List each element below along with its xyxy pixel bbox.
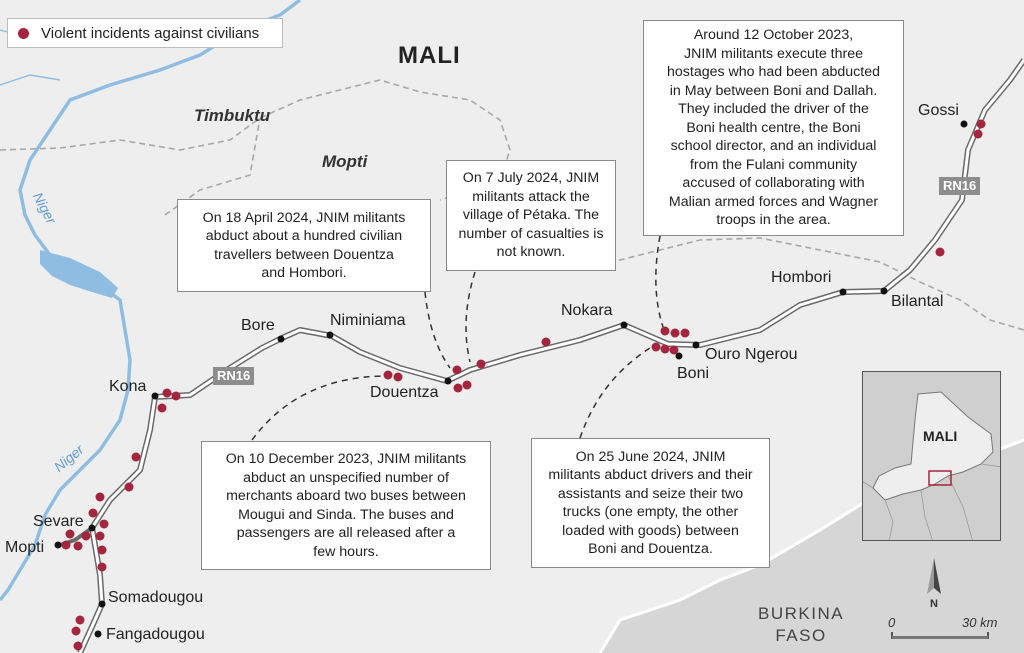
- incident-dot: [383, 370, 393, 380]
- incident-markers: [61, 119, 986, 651]
- place-label-gossi: Gossi: [918, 102, 959, 119]
- town-marker-fangadougou: [94, 630, 102, 638]
- town-marker-hombori: [839, 288, 847, 296]
- inset-map: MALI: [862, 371, 1001, 541]
- callout-july-2024: On 7 July 2024, JNIM militants attack th…: [446, 160, 616, 271]
- incident-dot: [131, 452, 141, 462]
- incident-dot: [660, 326, 670, 336]
- place-label-sevare: Sevare: [33, 513, 84, 530]
- callout-october-2023: Around 12 October 2023, JNIM militants e…: [643, 20, 904, 236]
- road-shield-rn16-east: RN16: [939, 177, 981, 195]
- town-marker-bilantal: [880, 287, 888, 295]
- leader-line-july: [465, 271, 476, 363]
- incident-dot: [73, 641, 83, 651]
- town-marker-bore: [277, 335, 285, 343]
- incident-dot: [65, 529, 75, 539]
- incident-dot: [393, 372, 403, 382]
- place-label-niminiama: Niminiama: [330, 312, 406, 329]
- rn16-road-inner: [78, 59, 1024, 653]
- incident-dot: [171, 391, 181, 401]
- inset-label-mali: MALI: [923, 428, 958, 444]
- incident-dot: [476, 359, 486, 369]
- incident-dot: [660, 344, 670, 354]
- place-label-fangadougou: Fangadougou: [106, 626, 205, 643]
- incident-dot: [453, 383, 463, 393]
- town-marker-sevare: [88, 524, 96, 532]
- place-label-hombori: Hombori: [771, 269, 832, 286]
- town-marker-gossi: [960, 120, 968, 128]
- legend: Violent incidents against civilians: [7, 18, 283, 48]
- scale-bar: [891, 632, 989, 639]
- incident-dot: [541, 337, 551, 347]
- incident-dot: [97, 562, 107, 572]
- town-marker-boni: [675, 352, 683, 360]
- north-label: N: [930, 598, 938, 610]
- place-label-boni: Boni: [677, 365, 710, 382]
- town-marker-niminiama: [326, 331, 334, 339]
- incident-dot: [95, 492, 105, 502]
- incident-dot: [97, 545, 107, 555]
- callout-april-2024: On 18 April 2024, JNIM militants abduct …: [177, 199, 431, 292]
- country-label-burkina-faso: BURKINA FASO: [758, 604, 845, 645]
- incident-dot: [75, 615, 85, 625]
- incident-dot: [680, 328, 690, 338]
- place-label-somadougou: Somadougou: [108, 589, 204, 606]
- incident-dot: [452, 365, 462, 375]
- town-marker-somadougou: [98, 600, 106, 608]
- place-label-kona: Kona: [109, 378, 147, 395]
- incident-dot: [462, 380, 472, 390]
- incident-dot: [95, 531, 105, 541]
- callout-december-2023: On 10 December 2023, JNIM militants abdu…: [201, 441, 491, 570]
- north-arrow-icon: [927, 558, 941, 594]
- region-border: [579, 237, 1024, 331]
- town-marker-douentza: [444, 377, 452, 385]
- region-label-timbuktu: Timbuktu: [194, 106, 271, 125]
- legend-label: Violent incidents against civilians: [41, 24, 260, 42]
- region-label-mopti: Mopti: [322, 152, 368, 171]
- incident-dot: [124, 482, 134, 492]
- leader-line-june: [579, 347, 651, 439]
- incident-dot: [162, 388, 172, 398]
- incident-dot: [651, 342, 661, 352]
- incident-dot: [669, 345, 679, 355]
- place-label-nokara: Nokara: [561, 302, 613, 319]
- legend-incident-icon: [18, 27, 29, 39]
- place-label-ouro-ngerou: Ouro Ngerou: [705, 346, 798, 363]
- country-label-mali: MALI: [398, 42, 461, 69]
- scale-end-label: 30 km: [962, 615, 998, 630]
- leader-line-april: [424, 291, 451, 369]
- town-marker-ouro-ngerou: [692, 341, 700, 349]
- place-label-mopti: Mopti: [5, 539, 45, 556]
- place-label-bilantal: Bilantal: [891, 293, 944, 310]
- incident-dot: [976, 119, 986, 129]
- incident-dot: [81, 531, 91, 541]
- inset-neighbors: [863, 463, 1000, 540]
- place-label-douentza: Douentza: [370, 384, 439, 401]
- town-marker-nokara: [620, 321, 628, 329]
- incident-dot: [73, 541, 83, 551]
- place-label-bore: Bore: [241, 317, 275, 334]
- lake: [40, 250, 118, 298]
- scale-start-label: 0: [888, 615, 896, 630]
- incident-dot: [71, 626, 81, 636]
- incident-dot: [973, 129, 983, 139]
- inset-mali-shape: [872, 391, 994, 501]
- incident-dot: [935, 247, 945, 257]
- town-marker-kona: [151, 392, 159, 400]
- incident-dot: [157, 403, 167, 413]
- incident-dot: [61, 540, 71, 550]
- incident-dot: [88, 508, 98, 518]
- callout-june-2024: On 25 June 2024, JNIM militants abduct d…: [531, 438, 770, 568]
- inset-focus-box: [928, 470, 952, 486]
- town-marker-mopti: [54, 541, 62, 549]
- road-shield-rn16-west: RN16: [213, 367, 255, 385]
- incident-dot: [670, 328, 680, 338]
- incident-dot: [99, 519, 109, 529]
